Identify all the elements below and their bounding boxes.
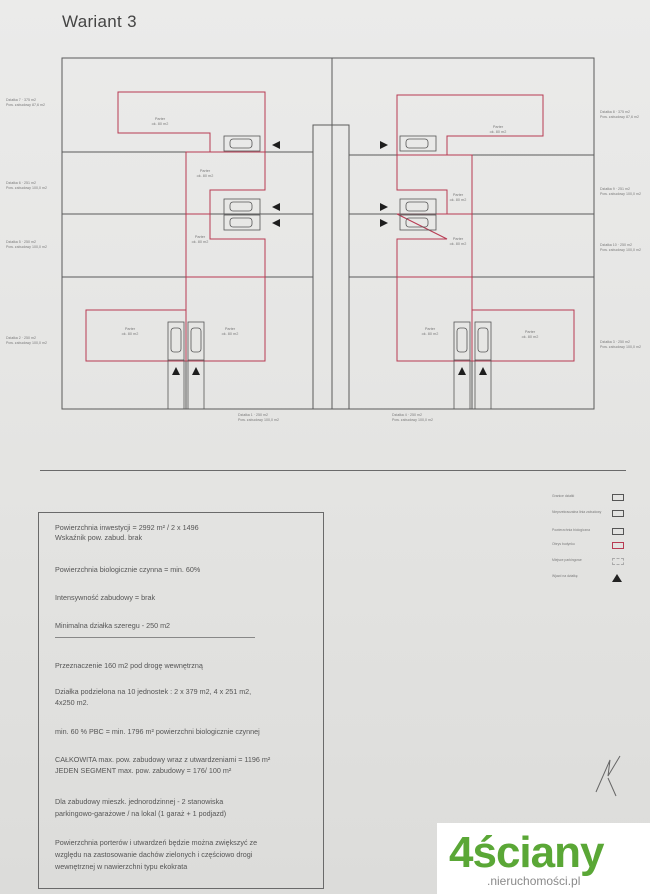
- house-label: Parter: [425, 327, 436, 331]
- house-label: Parter: [525, 330, 536, 334]
- parking-spot: [167, 135, 492, 409]
- legend-item: Obrys budynku: [552, 541, 632, 551]
- page-title: Wariant 3: [62, 12, 137, 31]
- site-plan: Parter ok. 80 m2 Parter ok. 80 m2 Parter…: [61, 57, 595, 410]
- info-line: 4x250 m2.: [55, 698, 89, 707]
- house-area: ok. 80 m2: [222, 332, 239, 336]
- info-box: Powierzchnia inwestycji = 2992 m² / 2 x …: [38, 512, 324, 889]
- house-area: ok. 80 m2: [490, 130, 507, 134]
- brand-logo: 4ściany .nieruchomości.pl: [437, 823, 650, 894]
- house-area: ok. 80 m2: [522, 335, 539, 339]
- info-line: względu na zastosowanie dachów zielonych…: [55, 850, 253, 859]
- info-line: wewnętrznej w nawierzchni typu ekokrata: [55, 862, 188, 871]
- house-area: ok. 80 m2: [152, 122, 169, 126]
- house-area: ok. 80 m2: [450, 242, 467, 246]
- entry-arrow: [172, 141, 487, 375]
- house-label: Parter: [125, 327, 136, 331]
- building-outline: [185, 151, 266, 215]
- info-line: Działka podzielona na 10 jednostek : 2 x…: [55, 687, 252, 696]
- house-area: ok. 80 m2: [422, 332, 439, 336]
- house-area: ok. 80 m2: [192, 240, 209, 244]
- info-line: CAŁKOWITA max. pow. zabudowy wraz z utwa…: [55, 755, 271, 764]
- logo-text: 4ściany: [449, 828, 604, 877]
- building-outline: [396, 276, 473, 362]
- legend-item: Granice działki: [552, 493, 632, 503]
- info-line: Dla zabudowy mieszk. jednorodzinnej - 2 …: [55, 797, 224, 806]
- info-line: Intensywność zabudowy = brak: [55, 593, 156, 602]
- building-outline: [185, 213, 266, 278]
- info-line: Wskaźnik pow. zabud. brak: [55, 533, 143, 542]
- north-arrow-icon: [595, 755, 621, 797]
- building-outline: [396, 94, 544, 156]
- info-line: Przeznaczenie 160 m2 pod drogę wewnętrzn…: [55, 661, 203, 670]
- plot-boundary: [61, 57, 595, 410]
- building-outline: [471, 309, 575, 362]
- legend-item: Powierzchnia biologiczna: [552, 527, 632, 537]
- legend-item: Miejsce parkingowe: [552, 557, 632, 567]
- info-line: JEDEN SEGMENT max. pow. zabudowy = 176/ …: [55, 766, 232, 775]
- house-label: Parter: [453, 193, 464, 197]
- building-outline: [117, 91, 266, 153]
- info-line: min. 60 % PBC = min. 1796 m² powierzchni…: [55, 727, 260, 736]
- legend-item: Wjazd na działkę: [552, 573, 632, 583]
- house-label: Parter: [200, 169, 211, 173]
- house-area: ok. 80 m2: [197, 174, 214, 178]
- internal-road: [312, 124, 350, 410]
- building-outline: [185, 276, 266, 362]
- house-label: Parter: [225, 327, 236, 331]
- house-area: ok. 80 m2: [450, 198, 467, 202]
- house-area: ok. 80 m2: [122, 332, 139, 336]
- info-rule: [55, 637, 255, 638]
- house-label: Parter: [155, 117, 166, 121]
- house-label: Parter: [195, 235, 206, 239]
- info-line: Powierzchnia biologicznie czynna = min. …: [55, 565, 201, 574]
- house-label: Parter: [453, 237, 464, 241]
- house-label: Parter: [493, 125, 504, 129]
- info-line: parkingowo-garażowe / na lokal (1 garaż …: [55, 809, 227, 818]
- info-line: Minimalna działka szeregu - 250 m2: [55, 621, 171, 630]
- triangle-icon: [612, 574, 622, 582]
- logo-subtext: .nieruchomości.pl: [487, 874, 581, 888]
- building-outline: [396, 154, 473, 215]
- legend-item: Nieprzekraczalna linia zabudowy: [552, 509, 632, 519]
- section-divider: [40, 470, 626, 471]
- info-line: Powierzchnia inwestycji = 2992 m² / 2 x …: [55, 523, 199, 532]
- info-line: Powierzchnia porterów i utwardzeń będzie…: [55, 838, 258, 847]
